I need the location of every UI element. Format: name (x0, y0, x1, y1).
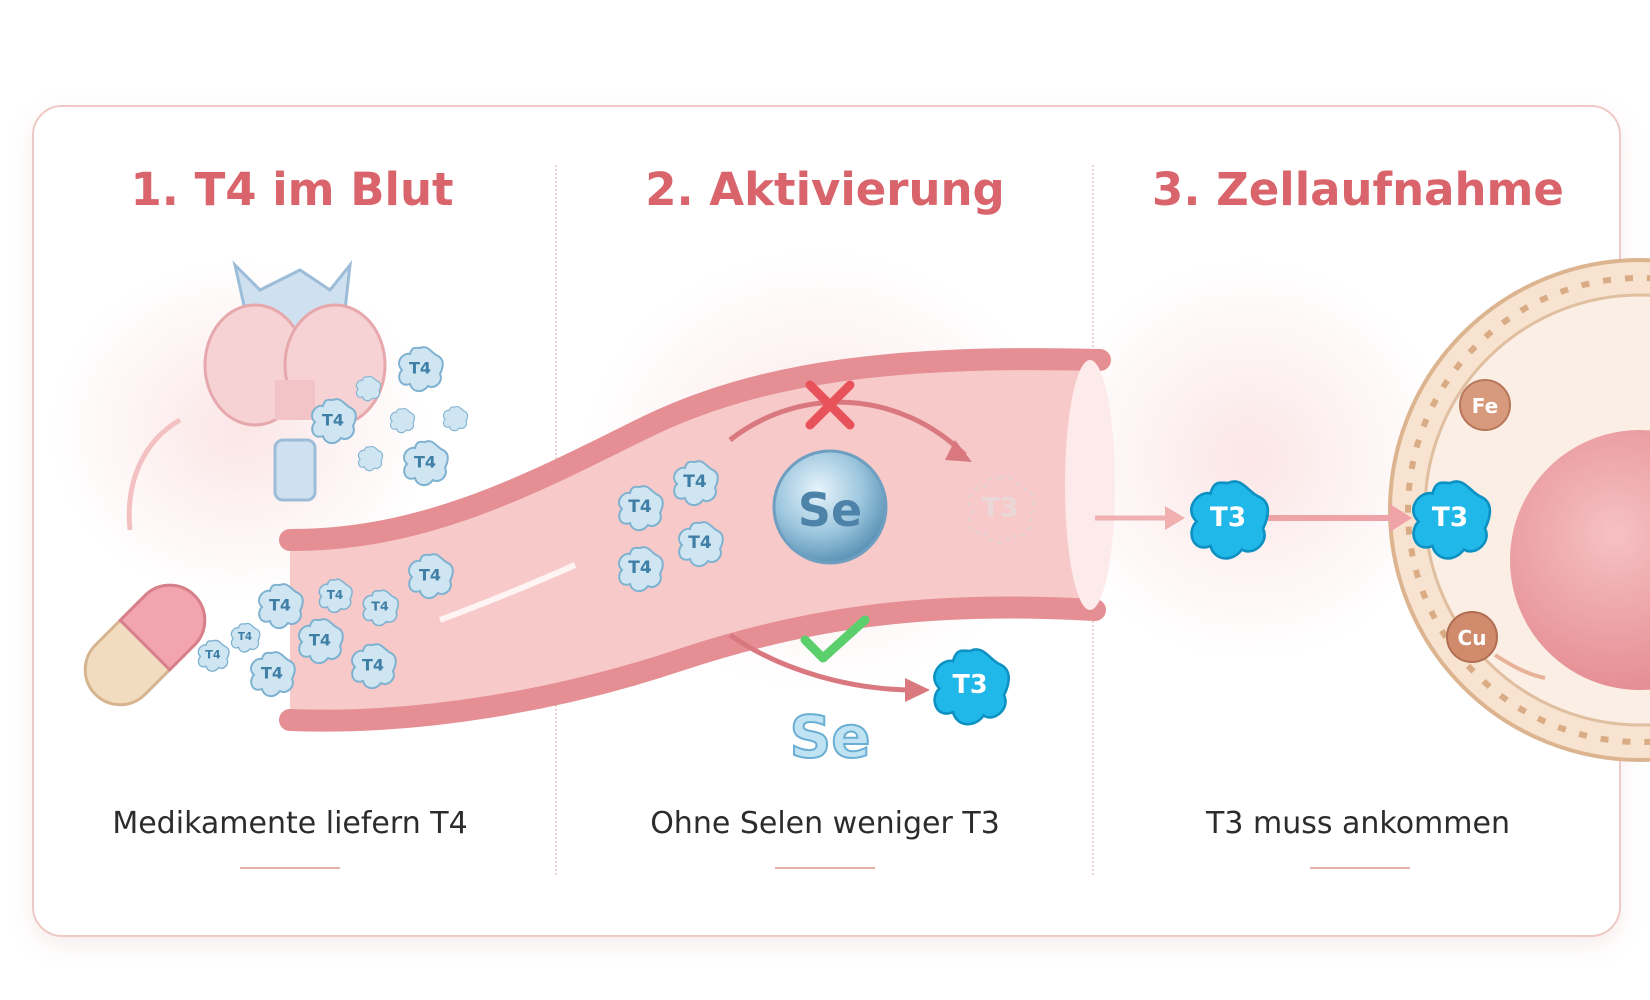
t3-molecule-missing: T3 (967, 475, 1036, 544)
arrowhead-icon (905, 678, 930, 702)
svg-text:T4: T4 (362, 656, 384, 675)
arrow-icon (1493, 653, 1546, 680)
svg-text:T4: T4 (414, 453, 436, 472)
conversion-arrow (728, 632, 916, 693)
panel-caption: Ohne Selen weniger T3 (650, 806, 1000, 841)
caption-underline (1310, 867, 1410, 869)
t4-molecule: T4 (673, 460, 719, 507)
iron-ion: Fe (1459, 379, 1511, 431)
svg-text:T3: T3 (981, 493, 1018, 524)
t4-molecule: T4 (230, 622, 261, 653)
t4-molecule: T4 (351, 643, 397, 690)
t4-molecule: T4 (398, 346, 444, 393)
panel-heading-activation: 2. Aktivierung (645, 163, 1005, 216)
svg-text:T4: T4 (419, 566, 441, 585)
svg-text:Fe: Fe (1472, 394, 1498, 418)
svg-text:Cu: Cu (1458, 626, 1487, 650)
svg-text:T4: T4 (688, 533, 712, 553)
panel-heading-cell-uptake: 3. Zellaufnahme (1152, 163, 1564, 216)
svg-text:T4: T4 (409, 359, 431, 378)
t4-molecule: T4 (258, 583, 304, 630)
caption-underline (240, 867, 340, 869)
svg-text:T4: T4 (628, 558, 652, 578)
caption-underline (775, 867, 875, 869)
copper-ion: Cu (1446, 611, 1498, 663)
svg-text:T4: T4 (371, 600, 389, 615)
pill-icon (83, 583, 207, 707)
arrowhead-icon (1165, 506, 1185, 530)
t4-molecule: T4 (250, 651, 296, 698)
svg-text:T4: T4 (309, 631, 331, 650)
t4-molecule: T4 (311, 398, 357, 445)
arrowhead-icon (1390, 504, 1412, 532)
selenium-sphere: Se (772, 449, 888, 565)
svg-text:T4: T4 (683, 472, 707, 492)
t3-molecule: T3 (1189, 480, 1270, 560)
t3-molecule: T3 (1411, 480, 1492, 560)
background-wash (1050, 260, 1450, 660)
panel-caption: Medikamente liefern T4 (112, 806, 468, 841)
t4-molecule: T4 (403, 440, 449, 487)
panel-heading-t4-blood: 1. T4 im Blut (130, 163, 454, 216)
t4-molecule: T4 (678, 521, 724, 568)
t4-molecule: T4 (298, 618, 344, 665)
svg-text:T3: T3 (952, 670, 987, 700)
svg-text:T4: T4 (238, 631, 252, 643)
thyroid-icon (203, 260, 387, 502)
t4-molecule: T4 (618, 546, 664, 593)
svg-text:T4: T4 (322, 411, 344, 430)
panel-caption: T3 muss ankommen (1206, 806, 1510, 841)
selenium-label: Se (789, 703, 870, 771)
t4-molecule: T4 (318, 578, 353, 614)
t4-molecule: T4 (362, 589, 400, 627)
t3-molecule: T3 (933, 648, 1011, 726)
t4-molecule: T4 (408, 553, 454, 600)
t4-molecule: T4 (618, 485, 664, 532)
x-icon (805, 380, 855, 430)
svg-text:T3: T3 (1432, 503, 1468, 533)
svg-text:T3: T3 (1210, 503, 1246, 533)
blocked-arrow (728, 399, 967, 457)
arrowhead-icon (945, 440, 972, 462)
svg-text:T4: T4 (205, 649, 221, 662)
t4-molecule: T4 (197, 639, 230, 672)
check-icon (800, 615, 870, 663)
svg-text:T4: T4 (628, 497, 652, 517)
svg-text:T4: T4 (327, 588, 344, 602)
svg-text:T4: T4 (269, 596, 291, 615)
svg-text:T4: T4 (261, 664, 283, 683)
svg-text:Se: Se (798, 483, 862, 537)
arrow-icon (126, 417, 182, 531)
